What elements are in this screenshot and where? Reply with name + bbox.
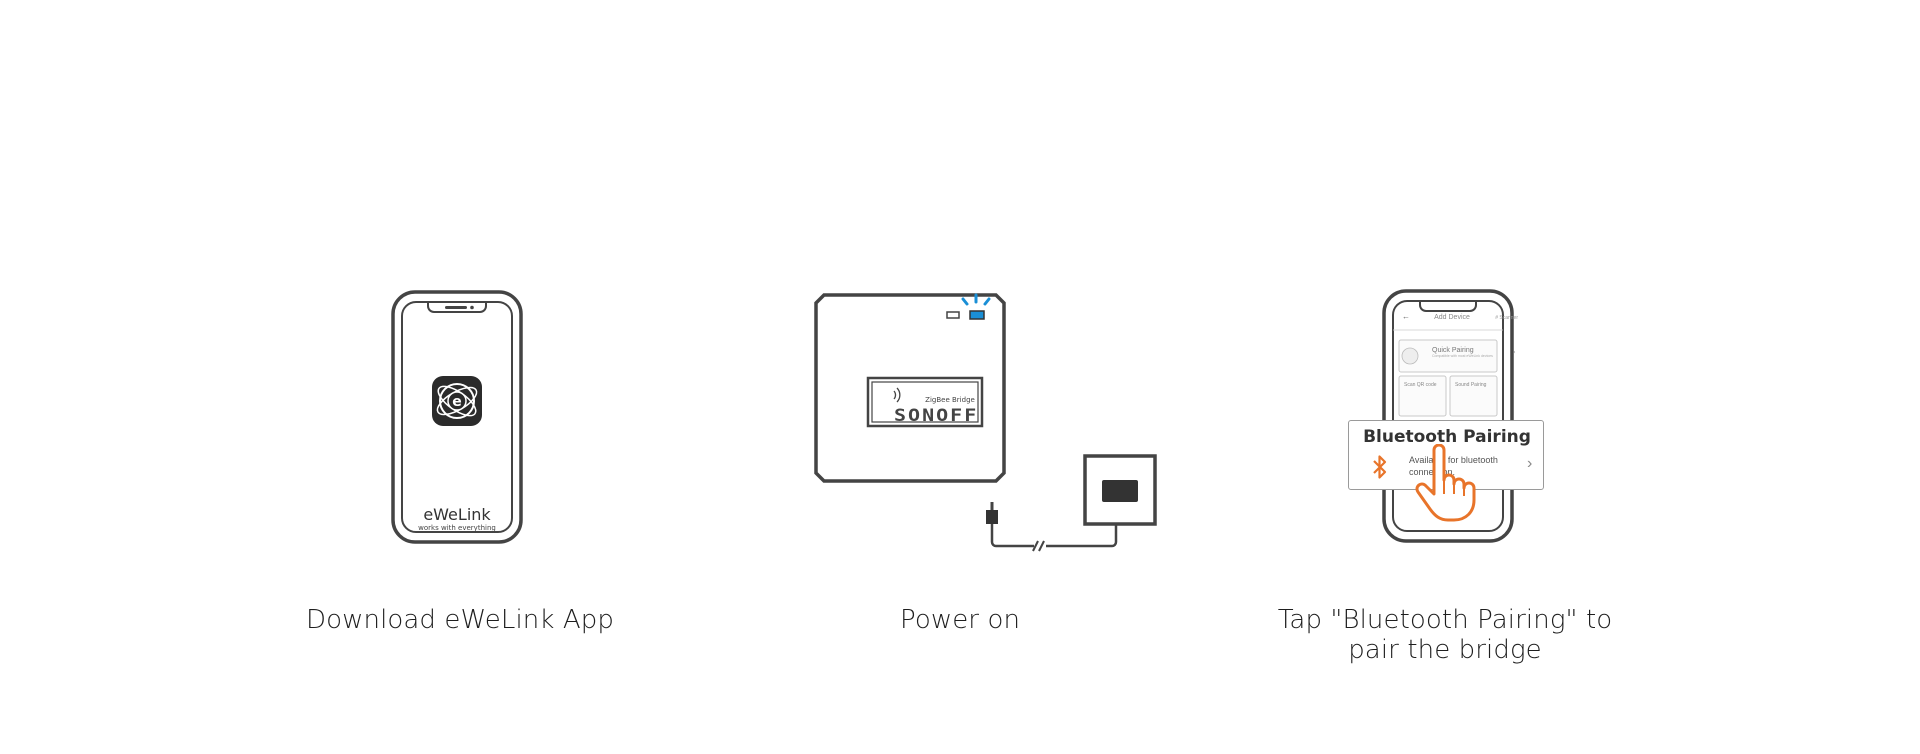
tap-hand-icon [1415, 444, 1476, 522]
wifi-led-indicator [969, 310, 985, 320]
bluetooth-icon [1373, 455, 1387, 479]
chevron-right-icon: › [1513, 349, 1516, 356]
bridge-model-label: ZigBee Bridge [925, 396, 975, 404]
chevron-right-icon: › [1527, 455, 1533, 472]
wifi-signal-icon [893, 387, 901, 403]
phone-illustration: e [391, 290, 523, 544]
svg-text:e: e [452, 394, 462, 410]
sound-pairing-option[interactable]: Sound Pairing [1455, 382, 1487, 388]
bluetooth-pairing-title: Bluetooth Pairing [1363, 427, 1531, 447]
power-adapter-icon [1083, 454, 1157, 526]
app-tagline: works with everything [418, 524, 496, 532]
bridge-brand-label: SONOFF [894, 404, 979, 426]
screen-header-right: # Scanner [1495, 315, 1518, 321]
blink-lines-icon [961, 293, 991, 306]
step-caption: Power on [899, 605, 1021, 635]
quick-pairing-option[interactable]: Quick Pairing Compatible with most eWeLi… [1432, 347, 1512, 358]
app-name-label: eWeLink [423, 505, 491, 524]
quick-pairing-label: Quick Pairing [1432, 347, 1474, 354]
led-indicator [946, 311, 960, 319]
ewelink-logo-icon: e [432, 376, 482, 426]
back-arrow-icon[interactable]: ← [1402, 312, 1410, 321]
bridge-usb-plug [986, 510, 998, 524]
bluetooth-pairing-desc-1: Available for bluetooth [1409, 455, 1498, 465]
step-caption-line-1: Tap "Bluetooth Pairing" to [1277, 605, 1613, 635]
screen-header-title: Add Device [1434, 314, 1470, 321]
scan-qr-option[interactable]: Scan QR code [1404, 382, 1437, 388]
quick-pairing-desc: Compatible with most eWeLink devices [1432, 354, 1493, 358]
bridge-illustration: SONOFF [814, 293, 1157, 552]
step-caption: Download eWeLink App [306, 605, 614, 635]
bluetooth-pairing-desc-2: connection. [1409, 467, 1456, 477]
step-caption-line-2: pair the bridge [1348, 635, 1542, 665]
